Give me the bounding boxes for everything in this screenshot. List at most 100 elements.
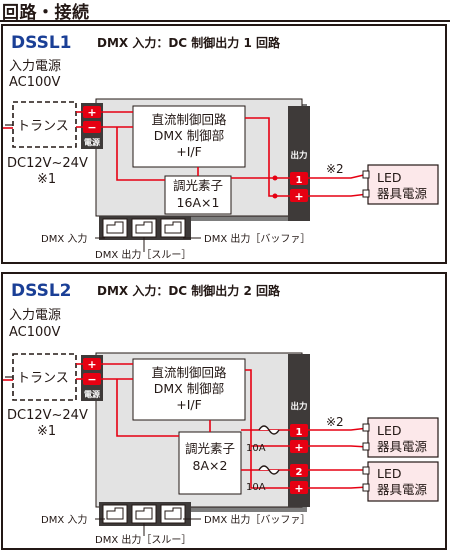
dmx-in-label: DMX 入力 [41, 513, 87, 526]
dimmer-label: 調光素子 [185, 441, 235, 456]
note2-label: ※2 [326, 415, 344, 429]
panel-subtitle: DMX 入力：DC 制御出力 2 回路 [97, 283, 281, 298]
power-terminal-label: 電源 [84, 389, 100, 399]
led-label: LED [377, 170, 402, 185]
ch1-terminal [290, 172, 308, 185]
led-driver-box-2 [367, 461, 439, 502]
fuse-icon [258, 425, 280, 435]
led-driver-box-1 [367, 417, 439, 458]
note1-label: ※1 [37, 424, 56, 439]
wire-gnd-to-dimmer [116, 379, 179, 437]
model-name: DSSL1 [11, 33, 72, 53]
output-label: 出力 [290, 401, 307, 412]
title-rule [0, 20, 450, 22]
output-block [288, 106, 310, 221]
dimmer-rating: 8A×2 [193, 458, 228, 473]
ch1-label: 1 [296, 175, 303, 186]
dssl1-wires [3, 111, 369, 197]
junction-dot [272, 193, 278, 199]
fuse-icon [258, 465, 280, 475]
led-driver-label: 器具電源 [377, 186, 428, 201]
ch1-terminal [290, 424, 308, 437]
dimmer-box [178, 431, 242, 495]
note2-label: ※2 [326, 162, 344, 176]
ac-voltage-label: AC100V [9, 75, 61, 90]
wire-plus-to-led [308, 193, 369, 197]
controller-box [132, 358, 246, 421]
controller-line1: 直流制御回路 [151, 365, 227, 380]
dc-range-label: DC12V~24V [7, 156, 88, 171]
fuse-rating: 10A [246, 482, 266, 493]
wire-ch1-to-led [308, 173, 369, 179]
ch1-plus-terminal [290, 440, 308, 453]
dmx-buffer-label: DMX 出力［バッファ］ [204, 513, 310, 526]
dmx-connector [131, 504, 157, 524]
dmx-connector [102, 218, 128, 238]
led-terminal [362, 170, 370, 179]
power-plus-terminal [83, 106, 101, 118]
dimmer-label: 調光素子 [173, 178, 223, 193]
controller-line3: +I/F [176, 144, 202, 159]
led-driver-label: 器具電源 [377, 482, 428, 497]
wire-ctrl-to-plus [245, 369, 290, 489]
dimmer-rating: 16A×1 [177, 195, 220, 210]
dssl1-diagram: DSSL1 DMX 入力：DC 制御出力 1 回路 入力電源 AC100V トラ… [3, 33, 439, 261]
power-plus-terminal [83, 358, 101, 370]
led-driver-label: 器具電源 [377, 439, 428, 454]
power-terminal-label: 電源 [84, 137, 100, 147]
led-terminal [362, 442, 370, 451]
ch1-plus-label: + [294, 441, 303, 454]
junction-dot [272, 175, 278, 181]
dmx-thru-label: DMX 出力［スルー］ [95, 248, 191, 261]
input-power-label: 入力電源 [9, 308, 61, 323]
power-minus-label: − [87, 373, 96, 386]
dmx-connector [131, 218, 157, 238]
panel-subtitle: DMX 入力：DC 制御出力 1 回路 [97, 35, 281, 50]
controller-line3: +I/F [176, 397, 202, 412]
dmx-connector [102, 504, 128, 524]
dimmer-box [164, 175, 232, 215]
dssl1-panel: DSSL1 DMX 入力：DC 制御出力 1 回路 入力電源 AC100V トラ… [1, 24, 447, 264]
power-plus-label: + [87, 358, 96, 371]
led-label: LED [377, 466, 402, 481]
dmx-buffer-label: DMX 出力［バッファ］ [204, 232, 310, 245]
ch2-terminal [290, 464, 308, 477]
wire-ctrl-to-plus [245, 117, 290, 197]
ac-voltage-label: AC100V [9, 325, 61, 340]
wire-ch1-to-led [308, 427, 369, 431]
ch2-label: 2 [296, 467, 303, 478]
input-power-label: 入力電源 [9, 59, 61, 74]
output-label: 出力 [290, 150, 307, 161]
fuse-rating: 10A [246, 443, 266, 454]
ch1-label: 1 [296, 427, 303, 438]
controller-line2: DMX 制御部 [154, 128, 224, 143]
power-minus-terminal [83, 121, 101, 133]
led-terminal [362, 423, 370, 432]
dmx-connector [160, 504, 186, 524]
power-minus-label: − [87, 121, 96, 134]
ch1-plus-label: + [294, 190, 303, 203]
wire-plus2-to-led [308, 486, 369, 489]
dc-range-label: DC12V~24V [7, 408, 88, 423]
power-minus-terminal [83, 373, 101, 385]
led-label: LED [377, 423, 402, 438]
page-title: 回路・接続 [2, 3, 90, 23]
dmx-connector [160, 218, 186, 238]
power-plus-label: + [87, 106, 96, 119]
transformer-label: トランス [17, 371, 69, 386]
dmx-in-label: DMX 入力 [41, 232, 87, 245]
ch2-plus-terminal [290, 481, 308, 494]
dmx-thru-label: DMX 出力［スルー］ [95, 533, 191, 546]
wire-gnd-to-dimmer [116, 127, 165, 181]
controller-line2: DMX 制御部 [154, 381, 224, 396]
wire-plus1-to-led [308, 445, 369, 448]
led-terminal [362, 466, 370, 475]
led-terminal [362, 189, 370, 198]
note1-label: ※1 [37, 172, 56, 187]
transformer-box [12, 101, 77, 148]
led-driver-box [367, 164, 439, 205]
transformer-label: トランス [17, 119, 69, 134]
led-terminal [362, 483, 370, 492]
controller-box [132, 105, 246, 168]
model-name: DSSL2 [11, 281, 72, 301]
